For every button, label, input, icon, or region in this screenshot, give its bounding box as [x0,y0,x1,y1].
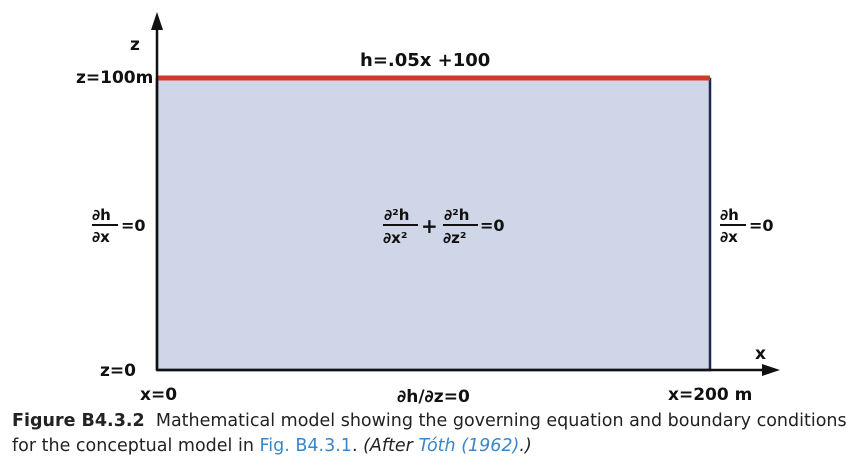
equation-term1-numerator: ∂²h [384,206,409,224]
caption-text: Mathematical model showing the governing… [12,411,847,456]
bottom-boundary-condition: ∂h/∂z=0 [397,387,470,407]
x-axis-arrowhead [762,364,780,376]
model-domain [155,77,712,372]
left-bc-rhs: =0 [121,216,146,235]
figure-reference-link[interactable]: Fig. B4.3.1 [259,436,352,456]
equation-term2-numerator: ∂²h [444,206,469,224]
left-boundary-condition: ∂h ∂x =0 [92,206,146,246]
right-bc-numerator: ∂h [720,206,739,224]
caption-after-suffix: .) [519,436,532,456]
equation-term1-denominator: ∂x² [383,229,407,247]
equation-rhs: =0 [480,216,505,235]
right-boundary-condition: ∂h ∂x =0 [720,206,774,246]
conceptual-model-diagram: z x z=100m z=0 x=0 x=200 m h=.05x +100 ∂… [76,12,780,407]
x-left-label: x=0 [140,385,177,405]
right-bc-rhs: =0 [749,216,774,235]
top-z-label: z=100m [76,68,153,88]
equation-plus: + [421,214,438,238]
z-axis-arrowhead [151,12,163,30]
figure: z x z=100m z=0 x=0 x=200 m h=.05x +100 ∂… [76,12,780,407]
caption-period: . [351,436,364,456]
bottom-z-label: z=0 [100,361,136,381]
left-bc-denominator: ∂x [92,228,110,246]
figure-caption: Figure B4.3.2 Mathematical model showing… [12,409,858,459]
equation-term2-denominator: ∂z² [443,229,466,247]
z-axis-label: z [130,35,140,55]
citation-link[interactable]: Tóth (1962) [418,436,520,456]
left-bc-numerator: ∂h [92,206,111,224]
top-boundary-condition: h=.05x +100 [360,50,490,71]
x-right-label: x=200 m [668,385,752,405]
caption-label: Figure B4.3.2 [12,411,145,431]
caption-after-prefix: (After [363,436,419,456]
governing-equation: ∂²h ∂x² + ∂²h ∂z² =0 [383,206,505,247]
x-axis-label: x [755,344,766,364]
right-bc-denominator: ∂x [720,228,738,246]
